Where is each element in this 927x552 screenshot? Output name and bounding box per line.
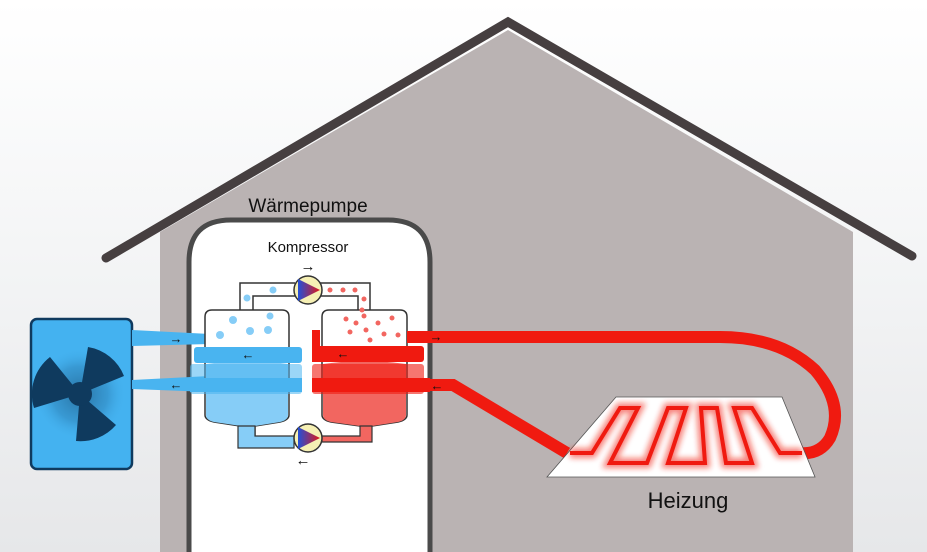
heating-return-pipe (420, 379, 571, 459)
fan-icon (31, 347, 124, 442)
compressor-icon (293, 275, 323, 305)
floor-heating: Heizung (546, 396, 816, 513)
compressor-circuit (239, 275, 371, 310)
heating-return-arrow-icon: ← (431, 378, 444, 393)
expansion-circuit: ← (237, 423, 373, 469)
condenser: ← (312, 307, 430, 427)
cold-out-arrow-icon: ← (170, 377, 183, 392)
heating-supply-pipe (407, 331, 841, 460)
hot-refrigerant-bubbles (343, 307, 401, 343)
heating-supply-arrow-icon: → (430, 329, 443, 344)
cold-refrigerant-bubbles (216, 312, 274, 339)
cold-pipe-in (132, 330, 210, 346)
condenser-arrow-icon: ← (337, 346, 350, 361)
heat-pump-label: Wärmepumpe (248, 196, 367, 217)
expansion-direction-arrow-icon: ← (296, 452, 311, 469)
house-roof (101, 16, 917, 263)
evaporator: ← (190, 309, 302, 439)
compressor-label: Kompressor (268, 239, 349, 256)
cold-in-arrow-icon: → (170, 331, 183, 346)
outdoor-unit (29, 317, 134, 471)
heating-loop: → ← (407, 329, 841, 460)
expansion-valve-icon (293, 423, 323, 453)
compressor-direction-arrow-icon: → (301, 258, 316, 275)
evaporator-arrow-icon: ← (242, 347, 255, 362)
heating-label: Heizung (648, 488, 729, 513)
floor-heating-coil (570, 406, 802, 465)
